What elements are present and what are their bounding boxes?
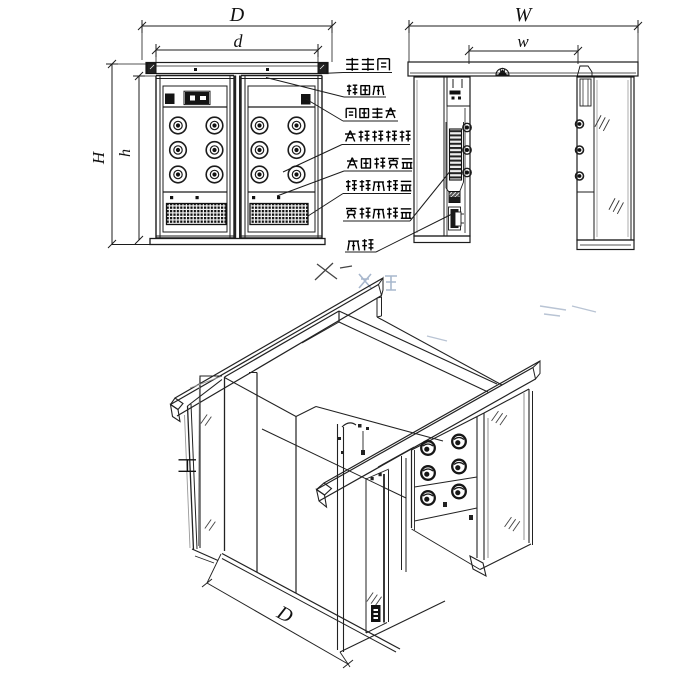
svg-text:d: d (234, 31, 244, 51)
svg-text:H: H (89, 150, 108, 165)
svg-text:D: D (229, 4, 245, 26)
svg-text:w: w (517, 32, 529, 51)
svg-text:W: W (515, 4, 534, 26)
svg-text:h: h (117, 149, 134, 157)
